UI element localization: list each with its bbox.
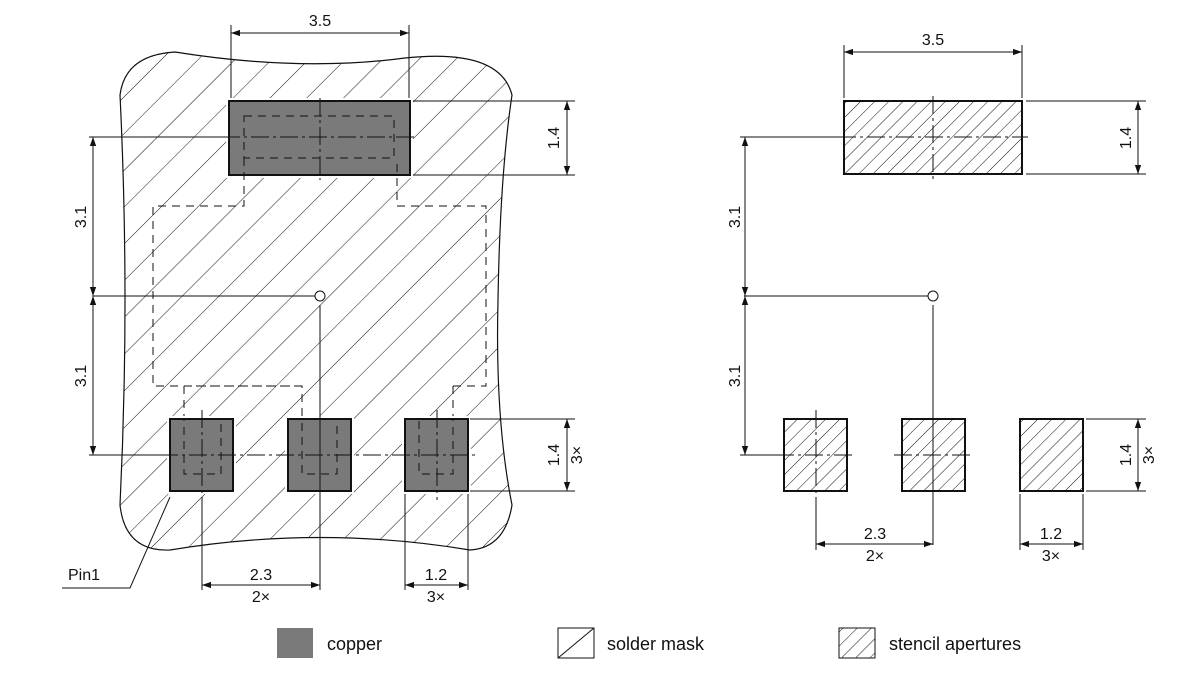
top-pad-inner-outline [243,115,395,159]
origin-marker-right [927,290,939,302]
left-view: 3.5 1.4 3.1 3.1 1.4 3× 2.3 2× 1.2 3× Pin… [62,13,586,606]
left-dim-pad-height: 1.4 [546,127,563,149]
legend-stencil-swatch [838,627,876,659]
left-dim-small-height-count: 3× [569,446,586,464]
right-dim-pad-width: 3.5 [922,32,944,49]
right-dim-small-width: 1.2 [1040,526,1062,543]
left-dim-pitch-upper: 3.1 [73,206,90,228]
legend: copper solder mask stencil apertures [277,627,1021,659]
left-dim-pitch-lower: 3.1 [73,365,90,387]
legend-copper-label: copper [327,634,382,654]
legend-copper-swatch [277,628,313,658]
right-dim-small-height-count: 3× [1141,446,1158,464]
pin1-label: Pin1 [68,567,100,584]
left-dim-pitch-x: 2.3 [250,567,272,584]
left-dim-pad-width: 3.5 [309,13,331,30]
right-view: 3.5 1.4 3.1 3.1 1.4 3× 2.3 2× 1.2 3× [727,32,1158,565]
left-dim-small-height: 1.4 [546,444,563,466]
left-dim-small-width: 1.2 [425,567,447,584]
left-dim-small-width-count: 3× [427,589,445,606]
stencil-aperture-3 [1019,418,1084,492]
right-dim-pitch-x: 2.3 [864,526,886,543]
legend-stencil-label: stencil apertures [889,634,1021,654]
right-dim-small-width-count: 3× [1042,548,1060,565]
legend-solder-mask-label: solder mask [607,634,705,654]
right-dim-pitch-lower: 3.1 [727,365,744,387]
right-dim-pitch-upper: 3.1 [727,206,744,228]
left-dim-pitch-x-count: 2× [252,589,270,606]
right-dim-pitch-x-count: 2× [866,548,884,565]
right-dim-small-height: 1.4 [1118,444,1135,466]
right-dim-pad-height: 1.4 [1118,127,1135,149]
